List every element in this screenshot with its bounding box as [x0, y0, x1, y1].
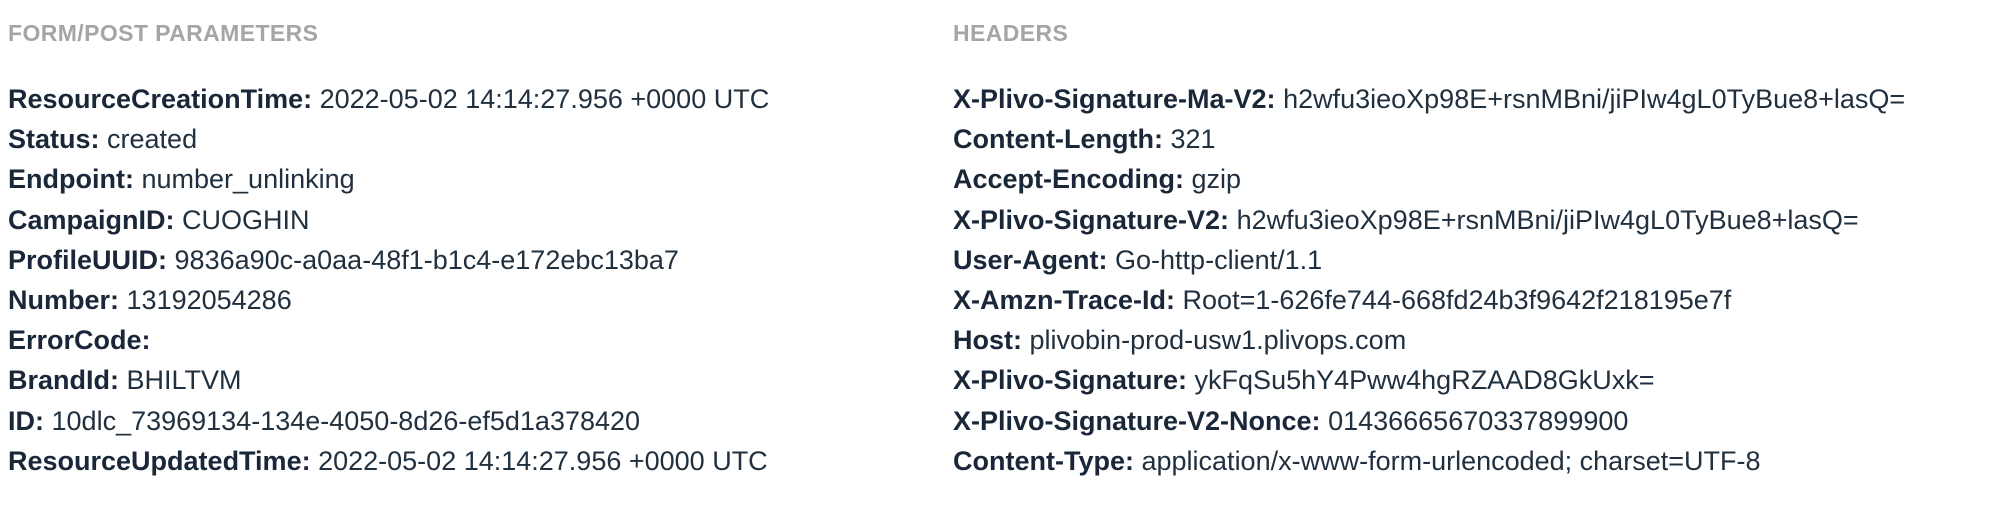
param-value: BHILTVM: [126, 365, 242, 396]
headers-section: HEADERS X-Plivo-Signature-Ma-V2: h2wfu3i…: [953, 20, 2003, 481]
header-row: Accept-Encoding: gzip: [953, 159, 2003, 199]
header-row: Content-Type: application/x-www-form-url…: [953, 441, 2003, 481]
param-row: Number: 13192054286: [8, 280, 938, 320]
header-value: application/x-www-form-urlencoded; chars…: [1141, 445, 1761, 476]
param-value: CUOGHIN: [182, 204, 310, 235]
header-row: X-Plivo-Signature-V2: h2wfu3ieoXp98E+rsn…: [953, 200, 2003, 240]
param-value: 9836a90c-a0aa-48f1-b1c4-e172ebc13ba7: [174, 244, 679, 275]
header-key: Content-Length:: [953, 124, 1163, 155]
header-key: X-Plivo-Signature-V2-Nonce:: [953, 405, 1321, 436]
param-key: Status:: [8, 124, 100, 155]
header-key: Host:: [953, 325, 1022, 356]
header-value: h2wfu3ieoXp98E+rsnMBni/jiPIw4gL0TyBue8+l…: [1283, 84, 1906, 114]
header-key: Content-Type:: [953, 445, 1134, 476]
param-row: ResourceUpdatedTime: 2022-05-02 14:14:27…: [8, 441, 938, 481]
param-value: 13192054286: [126, 285, 292, 316]
param-row: ID: 10dlc_73969134-134e-4050-8d26-ef5d1a…: [8, 401, 938, 441]
header-key: X-Amzn-Trace-Id:: [953, 285, 1176, 316]
header-value: h2wfu3ieoXp98E+rsnMBni/jiPIw4gL0TyBue8+l…: [1236, 204, 1859, 235]
header-key: Accept-Encoding:: [953, 164, 1185, 195]
param-key: ID:: [8, 405, 44, 436]
form-post-parameters-list: ResourceCreationTime: 2022-05-02 14:14:2…: [8, 79, 938, 481]
header-row: X-Plivo-Signature: ykFqSu5hY4Pww4hgRZAAD…: [953, 360, 2003, 400]
param-key: BrandId:: [8, 365, 119, 396]
header-value: 321: [1170, 124, 1216, 155]
header-value: Go-http-client/1.1: [1115, 244, 1323, 275]
param-row: Status: created: [8, 119, 938, 159]
param-key: Number:: [8, 285, 120, 316]
param-key: ErrorCode:: [8, 325, 151, 356]
header-key: X-Plivo-Signature:: [953, 365, 1188, 396]
param-row: BrandId: BHILTVM: [8, 360, 938, 400]
param-key: ResourceCreationTime:: [8, 84, 313, 114]
param-value: 10dlc_73969134-134e-4050-8d26-ef5d1a3784…: [51, 405, 641, 436]
param-row: Endpoint: number_unlinking: [8, 159, 938, 199]
param-value: created: [107, 124, 198, 155]
header-row: X-Amzn-Trace-Id: Root=1-626fe744-668fd24…: [953, 280, 2003, 320]
param-row: ResourceCreationTime: 2022-05-02 14:14:2…: [8, 79, 938, 119]
headers-title: HEADERS: [953, 20, 1069, 46]
header-value: 01436665670337899900: [1328, 405, 1629, 436]
form-post-parameters-section: FORM/POST PARAMETERS ResourceCreationTim…: [8, 20, 938, 481]
form-post-parameters-title: FORM/POST PARAMETERS: [8, 20, 319, 46]
header-value: Root=1-626fe744-668fd24b3f9642f218195e7f: [1182, 285, 1732, 316]
param-key: ResourceUpdatedTime:: [8, 445, 311, 476]
header-row: X-Plivo-Signature-Ma-V2: h2wfu3ieoXp98E+…: [953, 79, 2003, 119]
header-value: ykFqSu5hY4Pww4hgRZAAD8GkUxk=: [1194, 365, 1655, 396]
param-row: ProfileUUID: 9836a90c-a0aa-48f1-b1c4-e17…: [8, 240, 938, 280]
header-row: X-Plivo-Signature-V2-Nonce: 014366656703…: [953, 401, 2003, 441]
param-row: ErrorCode:: [8, 320, 938, 360]
param-value: 2022-05-02 14:14:27.956 +0000 UTC: [318, 445, 768, 476]
header-row: User-Agent: Go-http-client/1.1: [953, 240, 2003, 280]
header-key: X-Plivo-Signature-Ma-V2:: [953, 84, 1276, 114]
param-value: number_unlinking: [141, 164, 355, 195]
header-value: gzip: [1191, 164, 1242, 195]
param-key: Endpoint:: [8, 164, 134, 195]
header-row: Host: plivobin-prod-usw1.plivops.com: [953, 320, 2003, 360]
header-key: User-Agent:: [953, 244, 1108, 275]
header-value: plivobin-prod-usw1.plivops.com: [1029, 325, 1407, 356]
header-key: X-Plivo-Signature-V2:: [953, 204, 1230, 235]
param-row: CampaignID: CUOGHIN: [8, 200, 938, 240]
headers-list: X-Plivo-Signature-Ma-V2: h2wfu3ieoXp98E+…: [953, 79, 2003, 481]
param-key: ProfileUUID:: [8, 244, 168, 275]
param-key: CampaignID:: [8, 204, 175, 235]
header-row: Content-Length: 321: [953, 119, 2003, 159]
param-value: 2022-05-02 14:14:27.956 +0000 UTC: [319, 84, 770, 114]
